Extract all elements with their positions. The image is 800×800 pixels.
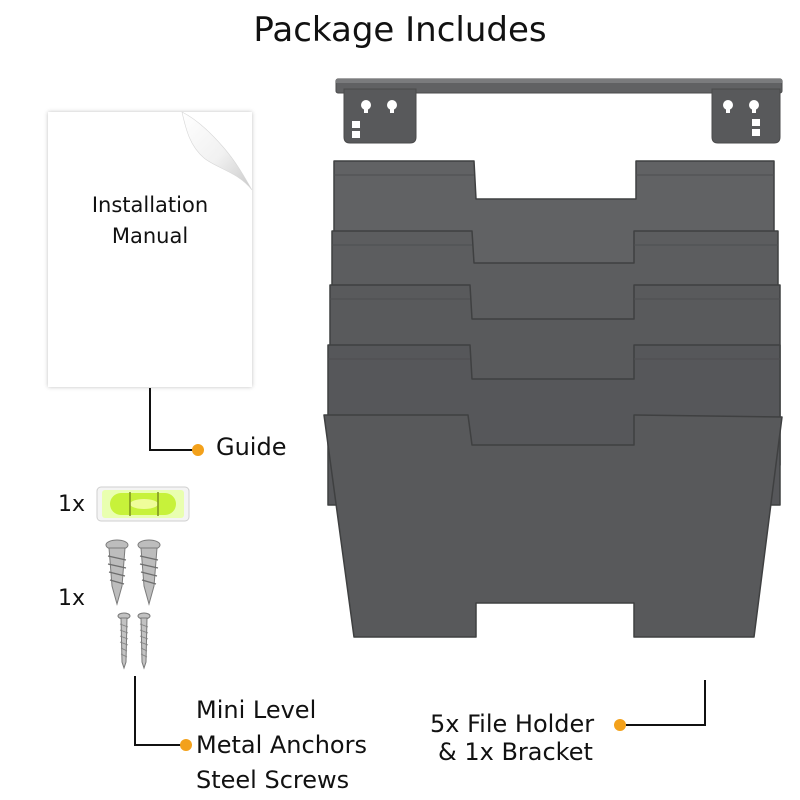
mini-level-label: Mini Level	[196, 696, 317, 724]
manual-cover-text: Installation Manual	[48, 190, 252, 252]
parts-connector-horizontal	[134, 744, 182, 746]
manual-title-line1: Installation	[91, 193, 209, 217]
anchors-quantity: 1x	[58, 586, 86, 611]
holder-connector-horizontal	[626, 724, 706, 726]
holder-connector-vertical	[704, 680, 706, 726]
guide-label: Guide	[216, 433, 287, 461]
page-title: Package Includes	[253, 10, 547, 50]
parts-bullet-dot	[180, 739, 192, 751]
steel-screws-image	[117, 612, 151, 670]
file-holder-label-line1: 5x File Holder	[430, 710, 595, 738]
installation-manual-image: Installation Manual	[48, 111, 253, 387]
file-holders-image	[323, 160, 783, 638]
guide-connector-horizontal	[149, 449, 195, 451]
holder-bullet-dot	[614, 719, 626, 731]
manual-title-line2: Manual	[111, 224, 189, 248]
level-quantity: 1x	[58, 492, 86, 517]
steel-screws-label: Steel Screws	[196, 766, 350, 794]
page-curl-icon	[181, 111, 253, 191]
parts-connector-vertical	[134, 676, 136, 746]
metal-anchors-image	[105, 539, 161, 606]
guide-connector-vertical	[149, 388, 151, 451]
guide-bullet-dot	[192, 444, 204, 456]
file-holder-label-line2: & 1x Bracket	[438, 738, 593, 766]
mini-level-image	[96, 486, 190, 522]
metal-anchors-label: Metal Anchors	[196, 731, 367, 759]
wall-bracket-image	[335, 78, 783, 144]
